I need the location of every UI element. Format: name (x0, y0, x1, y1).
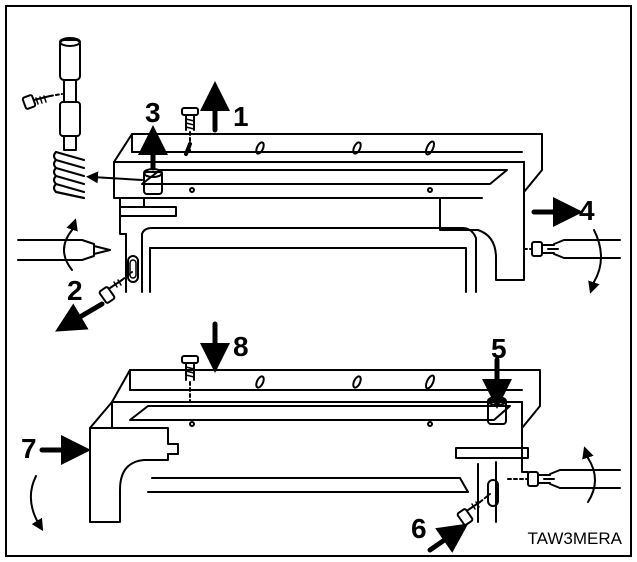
screw-step-8 (181, 355, 199, 403)
lower-rail (89, 369, 541, 523)
figure-frame: 1 2 3 4 5 6 7 8 TAW3MERA (5, 5, 632, 557)
screwdriver-right-lower (527, 446, 621, 503)
step-label-6: 6 (411, 513, 427, 544)
step-label-4: 4 (579, 195, 595, 226)
arrow-step-2 (55, 301, 105, 332)
screw-step-2 (98, 271, 133, 304)
screwdriver-left (17, 218, 111, 271)
step-label-7: 7 (21, 433, 37, 464)
step-label-3: 3 (145, 97, 161, 128)
spring-pointer-arrow (86, 171, 143, 184)
upper-rail (113, 133, 543, 293)
figure-code: TAW3MERA (527, 529, 622, 548)
screw-step-1 (181, 107, 199, 153)
pin-and-spring (53, 37, 86, 200)
step-label-1: 1 (233, 101, 249, 132)
rotation-arrow-lower-left (29, 475, 44, 532)
assembly-diagram (17, 37, 621, 553)
screw-step-6 (456, 493, 491, 526)
step-label-5: 5 (491, 333, 507, 364)
arrow-step-6 (427, 523, 469, 553)
screwdriver-right-upper (531, 229, 621, 294)
step-label-2: 2 (67, 275, 83, 306)
step-label-8: 8 (233, 331, 249, 362)
small-screw-top-left (21, 93, 63, 110)
